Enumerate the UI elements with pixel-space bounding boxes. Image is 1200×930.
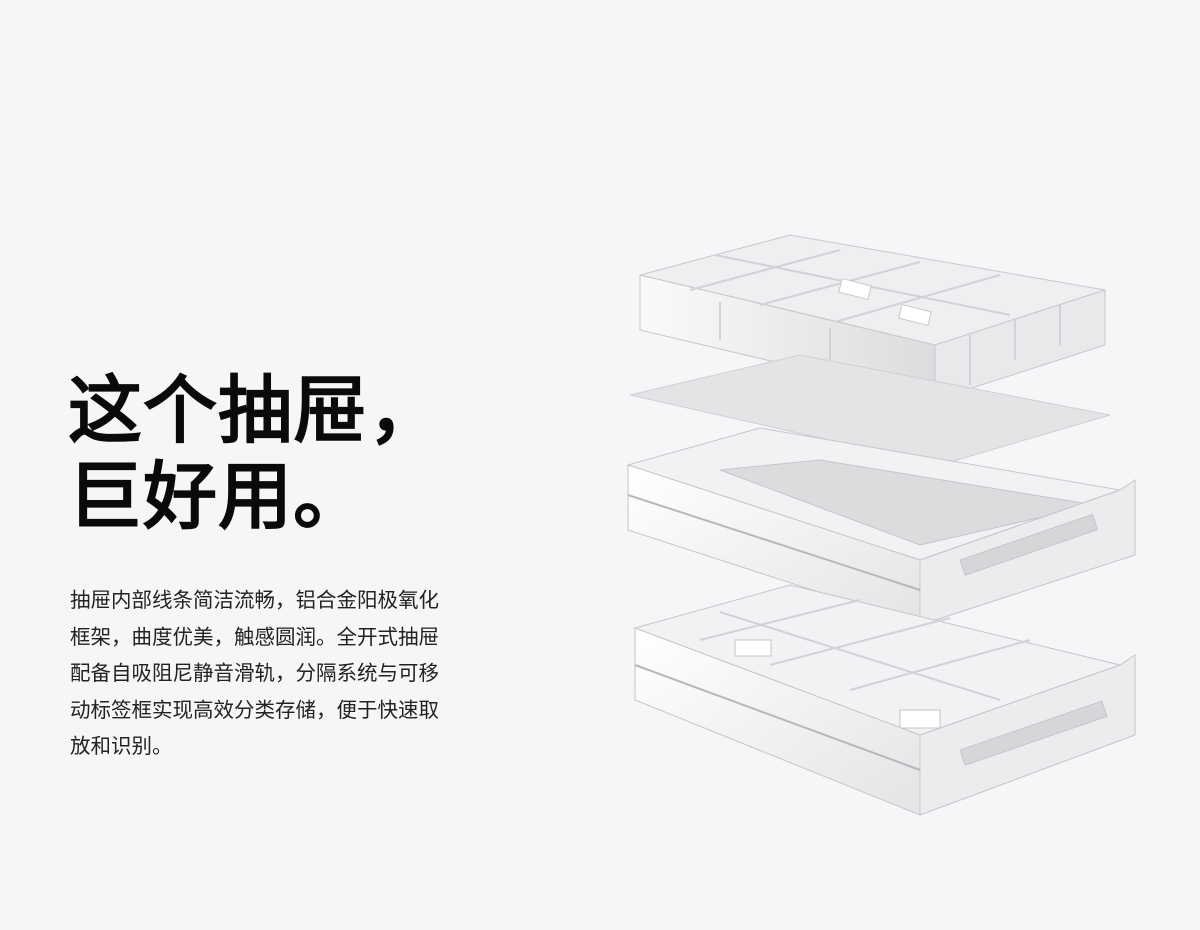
description-line: 配备自吸阻尼静音滑轨，分隔系统与可移 [70, 661, 439, 685]
product-description: 抽屉内部线条简洁流畅，铝合金阳极氧化 框架，曲度优美，触感圆润。全开式抽屉 配备… [70, 582, 500, 765]
description-line: 放和识别。 [70, 734, 173, 758]
headline-line-1: 这个抽屉， [68, 368, 443, 454]
headline: 这个抽屉， 巨好用。 [68, 368, 443, 540]
headline-line-2: 巨好用。 [68, 454, 368, 540]
drawer-top [626, 427, 1136, 626]
description-line: 框架，曲度优美，触感圆润。全开式抽屉 [70, 624, 439, 649]
description-line: 动标签框实现高效分类存储，便于快速取 [70, 697, 439, 722]
drawer-bottom [633, 584, 1136, 816]
description-line: 抽屉内部线条简洁流畅，铝合金阳极氧化 [70, 588, 439, 612]
